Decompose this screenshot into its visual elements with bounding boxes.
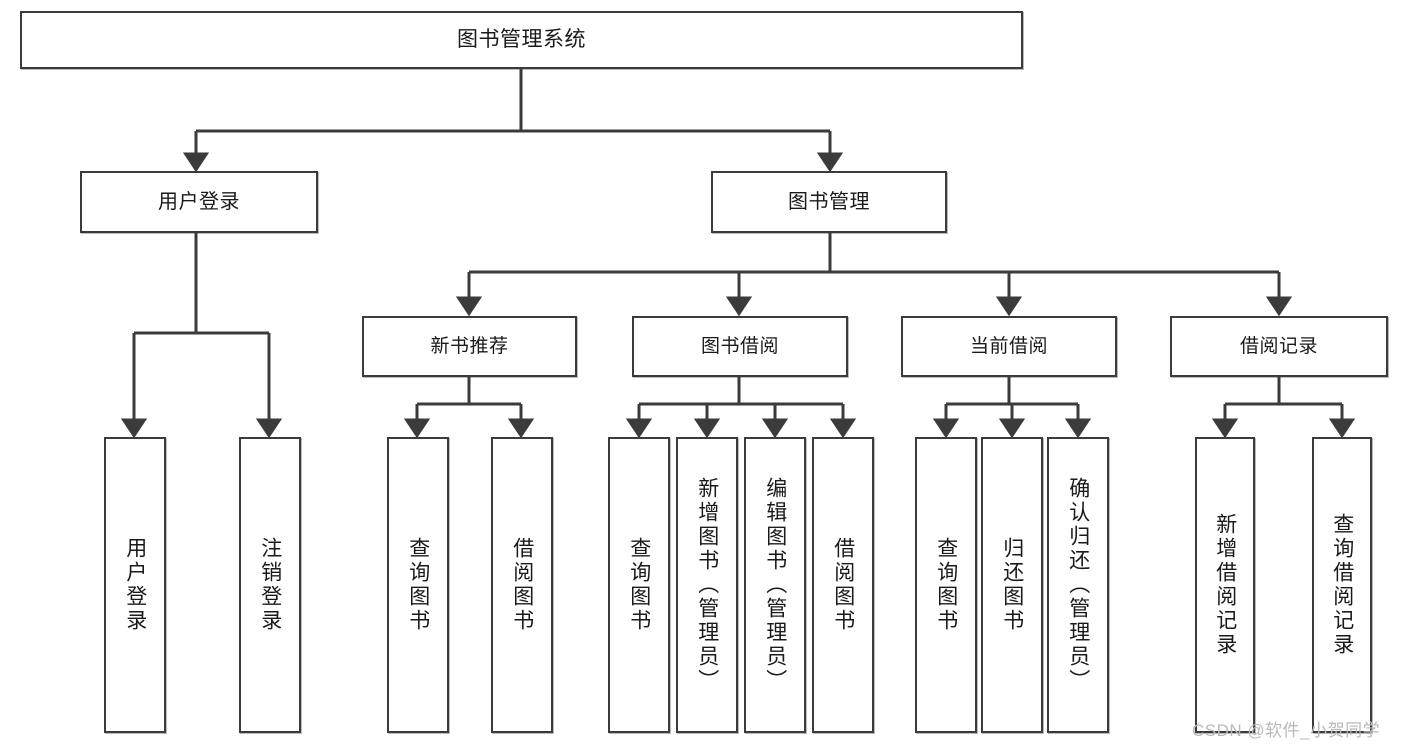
node-label: 新书推荐 bbox=[430, 335, 509, 357]
leaf-borrow-books-recommend[interactable]: 借阅图书 bbox=[491, 437, 553, 733]
node-book-management[interactable]: 图书管理 bbox=[711, 171, 947, 233]
leaf-add-borrow-record[interactable]: 新增借阅记录 bbox=[1195, 437, 1255, 733]
node-label: 当前借阅 bbox=[969, 335, 1048, 357]
leaf-return-books[interactable]: 归还图书 bbox=[981, 437, 1043, 733]
node-label: 查询图书 bbox=[406, 537, 430, 633]
leaf-borrow-books[interactable]: 借阅图书 bbox=[812, 437, 874, 733]
node-label: 借阅图书 bbox=[510, 537, 534, 633]
node-label: 归还图书 bbox=[1000, 537, 1024, 633]
node-borrow-records[interactable]: 借阅记录 bbox=[1170, 316, 1388, 377]
leaf-query-borrow-record[interactable]: 查询借阅记录 bbox=[1312, 437, 1372, 733]
node-label: 图书管理系统 bbox=[457, 27, 586, 51]
node-label: 编辑图书（管理员） bbox=[763, 477, 787, 693]
leaf-user-login[interactable]: 用户登录 bbox=[104, 437, 166, 733]
node-label: 查询图书 bbox=[934, 537, 958, 633]
leaf-add-book-admin[interactable]: 新增图书（管理员） bbox=[676, 437, 738, 733]
leaf-query-books-current[interactable]: 查询图书 bbox=[915, 437, 977, 733]
node-current-borrow[interactable]: 当前借阅 bbox=[901, 316, 1117, 377]
node-label: 确认归还（管理员） bbox=[1066, 477, 1090, 693]
leaf-query-books-recommend[interactable]: 查询图书 bbox=[387, 437, 449, 733]
node-user-login[interactable]: 用户登录 bbox=[80, 171, 318, 233]
leaf-query-books-borrow[interactable]: 查询图书 bbox=[608, 437, 670, 733]
node-label: 查询借阅记录 bbox=[1330, 513, 1354, 657]
node-label: 用户登录 bbox=[158, 190, 240, 213]
leaf-edit-book-admin[interactable]: 编辑图书（管理员） bbox=[744, 437, 806, 733]
csdn-watermark: CSDN @软件_小贺同学 bbox=[1192, 721, 1381, 740]
leaf-confirm-return-admin[interactable]: 确认归还（管理员） bbox=[1047, 437, 1109, 733]
node-label: 用户登录 bbox=[123, 537, 147, 633]
node-root-system[interactable]: 图书管理系统 bbox=[20, 11, 1023, 69]
node-label: 借阅记录 bbox=[1239, 335, 1318, 357]
node-label: 图书借阅 bbox=[700, 335, 779, 357]
node-label: 新增图书（管理员） bbox=[695, 477, 719, 693]
node-book-borrow[interactable]: 图书借阅 bbox=[632, 316, 848, 377]
node-label: 新增借阅记录 bbox=[1213, 513, 1237, 657]
node-new-book-recommend[interactable]: 新书推荐 bbox=[362, 316, 577, 377]
node-label: 图书管理 bbox=[788, 190, 870, 213]
node-label: 借阅图书 bbox=[831, 537, 855, 633]
node-label: 注销登录 bbox=[258, 537, 282, 633]
leaf-logout[interactable]: 注销登录 bbox=[239, 437, 301, 733]
node-label: 查询图书 bbox=[627, 537, 651, 633]
